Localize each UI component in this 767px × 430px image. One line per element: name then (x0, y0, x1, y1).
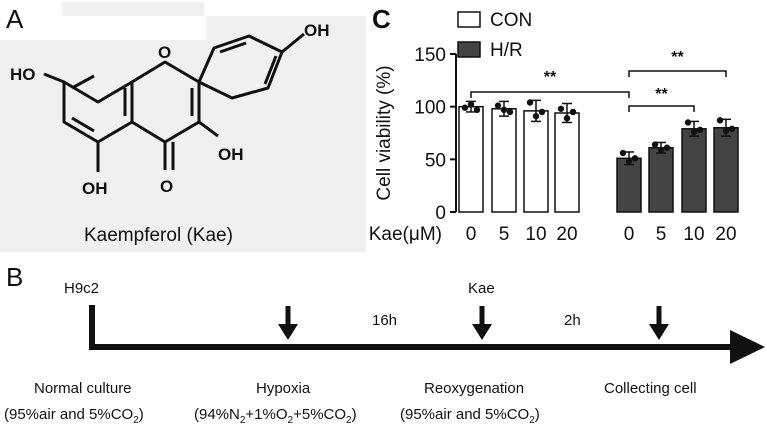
label-kae: Kae (468, 280, 495, 297)
data-point-1-0 (494, 102, 502, 109)
bar-con-20 (554, 112, 580, 213)
stage-hypoxia-conditions: (94%N2+1%O2+5%CO2) (194, 406, 357, 426)
x-axis-label: Kae(μM) (369, 224, 442, 245)
arrowhead-kae (472, 324, 492, 340)
significance-bracket-0 (470, 91, 630, 98)
data-point-0-2 (473, 106, 481, 114)
y-tick-label-50: 50 (425, 150, 446, 171)
data-point-3-2 (569, 108, 577, 116)
x-tick-label-6: 10 (683, 224, 704, 245)
timeline-arrowhead (730, 330, 765, 364)
data-point-6-0 (684, 119, 692, 126)
kaempferol-structure: HO OH OH OH O O (10, 21, 330, 198)
x-tick-label-7: 20 (715, 224, 736, 245)
significance-label-0: ** (544, 69, 557, 86)
atom-ho-left: HO (10, 65, 36, 84)
bar-hr-5 (648, 146, 674, 213)
y-axis-label: Cell viability (%) (374, 65, 395, 200)
legend-label-hr: H/R (490, 40, 523, 61)
label-16h: 16h (372, 312, 398, 329)
x-tick-label-0: 0 (466, 224, 477, 245)
panel-c-letter: C (372, 4, 391, 34)
y-tick-label-100: 100 (414, 98, 446, 119)
data-point-0-0 (461, 104, 469, 111)
timeline (89, 305, 765, 364)
atom-oh-top: OH (304, 21, 330, 40)
panel-b-letter: B (6, 262, 24, 292)
data-point-2-1 (532, 112, 540, 120)
x-tick-label-2: 10 (525, 224, 546, 245)
data-point-4-1 (625, 158, 633, 165)
bar-con-5 (491, 108, 517, 213)
data-point-5-0 (651, 141, 659, 148)
arrowhead-hypoxia (278, 324, 298, 340)
atom-o-ring: O (158, 43, 171, 62)
data-point-7-0 (716, 117, 724, 124)
stage-normal-culture: Normal culture (34, 380, 132, 397)
data-point-4-2 (631, 155, 639, 162)
stage-reoxygenation-conditions: (95%air and 5%CO2) (400, 406, 540, 426)
data-point-1-1 (500, 106, 508, 114)
x-tick-label-4: 0 (624, 224, 635, 245)
structure-bg-top (62, 2, 204, 16)
panel-a-letter: A (6, 4, 24, 34)
bar-hr-20 (713, 126, 739, 213)
x-tick-label-5: 5 (656, 224, 667, 245)
significance-bracket-1 (628, 105, 695, 112)
significance-bracket-2 (628, 70, 727, 77)
data-point-4-0 (619, 149, 627, 157)
label-2h: 2h (564, 312, 581, 329)
legend-label-con: CON (490, 10, 532, 31)
stage-reoxygenation: Reoxygenation (424, 380, 525, 397)
x-tick-label-1: 5 (499, 224, 510, 245)
bar-con-0 (458, 105, 484, 213)
y-tick-label-150: 150 (414, 45, 446, 66)
data-point-5-1 (657, 146, 665, 154)
label-h9c2: H9c2 (64, 280, 100, 297)
y-tick-label-0: 0 (435, 203, 446, 224)
structure-bg-main (0, 40, 366, 252)
structure-caption: Kaempferol (Kae) (84, 225, 233, 246)
significance-label-2: ** (671, 49, 684, 66)
atom-oh-bottom: OH (82, 179, 108, 198)
stage-hypoxia: Hypoxia (256, 380, 311, 397)
data-point-0-1 (467, 101, 475, 108)
atom-o-carbonyl: O (160, 177, 173, 196)
data-point-1-2 (506, 108, 514, 116)
arrowhead-collect (649, 324, 669, 340)
bar-hr-0 (616, 157, 642, 213)
bar-con-10 (523, 110, 549, 213)
data-point-3-0 (557, 105, 565, 112)
data-point-6-1 (690, 128, 698, 136)
data-point-5-2 (663, 144, 671, 151)
data-point-3-1 (563, 115, 571, 122)
bar-hr-10 (681, 128, 707, 213)
data-point-7-1 (722, 127, 730, 135)
stage-normal-conditions: (95%air and 5%CO2) (4, 406, 144, 426)
data-point-6-2 (696, 126, 704, 134)
atom-oh-right: OH (218, 145, 244, 164)
significance-label-1: ** (655, 86, 668, 103)
legend-swatch-hr (457, 41, 481, 58)
data-point-7-2 (728, 125, 736, 132)
stage-collecting-cell: Collecting cell (604, 380, 697, 397)
data-point-2-0 (526, 99, 534, 106)
data-point-2-2 (538, 108, 546, 116)
x-tick-label-3: 20 (556, 224, 577, 245)
legend-swatch-con (457, 11, 481, 28)
